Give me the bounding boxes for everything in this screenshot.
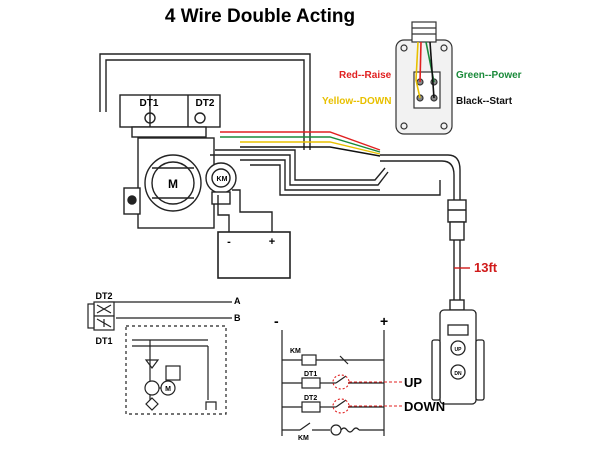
ladder-plus-label: + — [380, 313, 388, 329]
port-a-label: A — [234, 296, 241, 306]
ladder-diagram — [281, 330, 385, 436]
dt2-solenoid-label: DT2 — [196, 98, 215, 109]
ladder-km-coil-label: KM — [290, 348, 301, 355]
hydraulic-schematic — [87, 301, 232, 415]
remote-wiring-box — [395, 21, 453, 135]
ladder-dt2-label: DT2 — [304, 395, 317, 402]
handheld-remote — [431, 309, 485, 405]
legend-red-raise: Red--Raise — [339, 70, 392, 81]
battery-negative-label: - — [227, 236, 231, 248]
ladder-callouts — [332, 374, 402, 414]
hydraulic-dt2-label: DT2 — [95, 291, 112, 301]
ladder-km-contact-label: KM — [298, 435, 309, 442]
cable-length-label: 13ft — [474, 260, 498, 275]
black-wire — [240, 146, 381, 157]
hydraulic-dt1-label: DT1 — [95, 336, 112, 346]
legend-black-start: Black--Start — [456, 96, 513, 107]
remote-up-label: UP — [455, 347, 463, 353]
remote-down-label: DN — [454, 371, 462, 377]
ladder-up-label: UP — [404, 375, 422, 390]
dt1-solenoid-label: DT1 — [140, 98, 159, 109]
yellow-wire — [240, 141, 381, 155]
ladder-dt1-label: DT1 — [304, 371, 317, 378]
red-wire — [220, 131, 381, 151]
legend-yellow-down: Yellow--DOWN — [322, 96, 391, 107]
relay-label: KM — [217, 176, 228, 183]
battery-positive-label: + — [269, 236, 275, 248]
legend-green-power: Green--Power — [456, 70, 522, 81]
ladder-down-label: DOWN — [404, 399, 445, 414]
port-b-label: B — [234, 313, 241, 323]
cable-harness — [210, 131, 467, 311]
diagram-title: 4 Wire Double Acting — [164, 6, 356, 27]
green-wire — [220, 136, 381, 153]
remote-box-wires — [415, 41, 435, 99]
pump-assembly — [99, 53, 311, 279]
hydraulic-motor-label: M — [165, 386, 171, 393]
ladder-minus-label: - — [274, 313, 279, 329]
motor-label: M — [168, 177, 178, 191]
